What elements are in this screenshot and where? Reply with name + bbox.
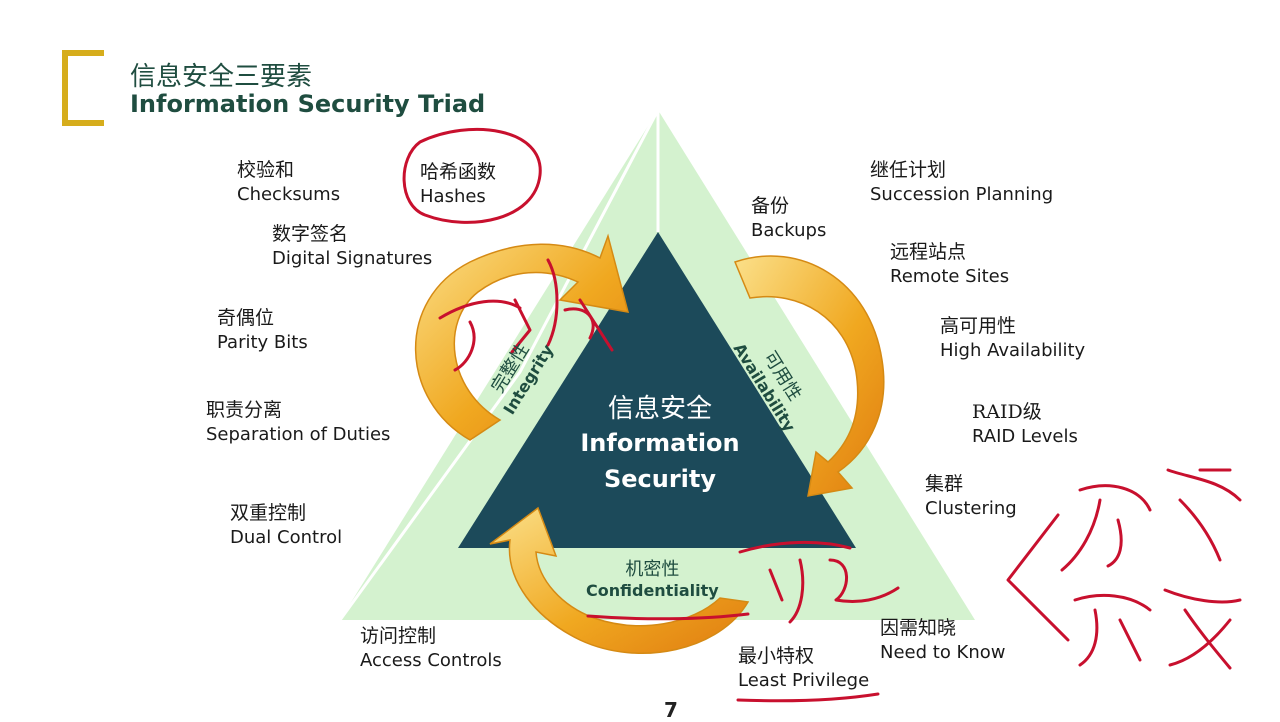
ink-scribble-encrypt bbox=[1060, 468, 1242, 572]
item-raid-levels-en: RAID Levels bbox=[972, 425, 1078, 447]
arrow-right-curve bbox=[733, 255, 885, 497]
item-parity-bits: 奇偶位 Parity Bits bbox=[217, 308, 308, 353]
ink-circle-hashes bbox=[402, 127, 542, 224]
item-succession-planning-en: Succession Planning bbox=[870, 183, 1054, 205]
page-number: 7 bbox=[664, 698, 678, 722]
ink-bracket-right bbox=[1006, 513, 1070, 642]
item-hashes: 哈希函数 Hashes bbox=[420, 162, 496, 207]
item-least-privilege-en: Least Privilege bbox=[738, 669, 870, 691]
ink-underline-least-privilege bbox=[736, 692, 880, 703]
pillar-confidentiality-cn: 机密性 bbox=[625, 559, 680, 580]
item-checksums-cn: 校验和 bbox=[237, 159, 295, 181]
ink-scribble-bottom bbox=[738, 540, 900, 624]
item-dual-control-cn: 双重控制 bbox=[230, 502, 307, 524]
item-hashes-cn: 哈希函数 bbox=[420, 161, 497, 183]
arrow-bottom-curve bbox=[489, 506, 750, 655]
item-high-availability-en: High Availability bbox=[940, 339, 1086, 361]
pillar-confidentiality: 机密性 Confidentiality bbox=[586, 555, 719, 600]
title-english: Information Security Triad bbox=[130, 90, 486, 118]
center-label-cn: 信息安全 bbox=[607, 394, 712, 424]
title-chinese: 信息安全三要素 bbox=[130, 62, 313, 92]
outer-triangle-divider-left bbox=[338, 109, 660, 621]
item-raid-levels: RAID级 RAID Levels bbox=[972, 402, 1078, 447]
item-parity-bits-cn: 奇偶位 bbox=[217, 307, 275, 329]
item-succession-planning: 继任计划 Succession Planning bbox=[870, 160, 1053, 205]
item-checksums: 校验和 Checksums bbox=[237, 160, 340, 205]
arrow-left-curve bbox=[414, 233, 630, 441]
item-clustering-cn: 集群 bbox=[925, 473, 964, 495]
center-label-en-line2: Security bbox=[603, 465, 717, 493]
item-raid-levels-cn: RAID级 bbox=[972, 401, 1042, 423]
ink-scribble-authorize bbox=[1073, 588, 1242, 670]
item-separation-of-duties-cn: 职责分离 bbox=[206, 399, 283, 421]
item-separation-of-duties: 职责分离 Separation of Duties bbox=[206, 400, 390, 445]
handwritten-annotations bbox=[402, 127, 1242, 703]
item-digital-signatures: 数字签名 Digital Signatures bbox=[272, 224, 432, 269]
pillar-confidentiality-en: Confidentiality bbox=[586, 581, 719, 600]
item-backups-cn: 备份 bbox=[751, 195, 790, 217]
item-succession-planning-cn: 继任计划 bbox=[870, 159, 947, 181]
item-dual-control: 双重控制 Dual Control bbox=[230, 503, 342, 548]
item-access-controls-cn: 访问控制 bbox=[360, 625, 437, 647]
item-remote-sites-en: Remote Sites bbox=[890, 265, 1010, 287]
item-least-privilege-cn: 最小特权 bbox=[738, 645, 815, 667]
inner-triangle bbox=[458, 232, 856, 548]
item-remote-sites-cn: 远程站点 bbox=[890, 241, 967, 263]
item-high-availability: 高可用性 High Availability bbox=[940, 316, 1085, 361]
item-high-availability-cn: 高可用性 bbox=[940, 315, 1017, 337]
item-access-controls-en: Access Controls bbox=[360, 649, 502, 671]
item-need-to-know: 因需知晓 Need to Know bbox=[880, 618, 1006, 663]
item-backups: 备份 Backups bbox=[751, 196, 826, 241]
center-label-en-line1: Information bbox=[580, 429, 740, 457]
item-dual-control-en: Dual Control bbox=[230, 526, 343, 548]
item-separation-of-duties-en: Separation of Duties bbox=[206, 423, 391, 445]
item-clustering-en: Clustering bbox=[925, 497, 1017, 519]
item-hashes-en: Hashes bbox=[420, 185, 486, 207]
item-checksums-en: Checksums bbox=[237, 183, 341, 205]
item-parity-bits-en: Parity Bits bbox=[217, 331, 308, 353]
item-access-controls: 访问控制 Access Controls bbox=[360, 626, 502, 671]
title-bracket bbox=[62, 50, 104, 126]
center-label: 信息安全 Information Security bbox=[540, 388, 780, 497]
item-need-to-know-en: Need to Know bbox=[880, 641, 1006, 663]
item-need-to-know-cn: 因需知晓 bbox=[880, 617, 957, 639]
item-digital-signatures-en: Digital Signatures bbox=[272, 247, 433, 269]
item-clustering: 集群 Clustering bbox=[925, 474, 1017, 519]
ink-scribble-integrity bbox=[438, 258, 614, 372]
item-least-privilege: 最小特权 Least Privilege bbox=[738, 646, 869, 691]
item-remote-sites: 远程站点 Remote Sites bbox=[890, 242, 1009, 287]
ink-underline-confidentiality bbox=[586, 612, 750, 621]
item-backups-en: Backups bbox=[751, 219, 827, 241]
item-digital-signatures-cn: 数字签名 bbox=[272, 223, 349, 245]
